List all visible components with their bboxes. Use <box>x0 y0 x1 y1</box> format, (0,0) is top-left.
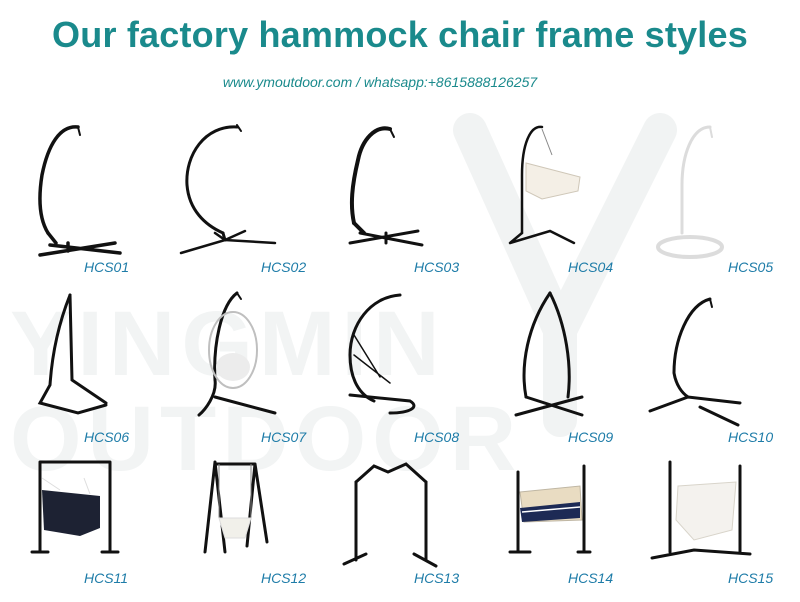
frame-code: HCS03 <box>414 259 460 275</box>
u-stand-icon <box>37 293 108 415</box>
frame-code: HCS09 <box>568 429 614 445</box>
stand-macrame-chair-icon <box>650 460 752 560</box>
egg-chair-stand-icon <box>197 291 277 417</box>
frame-card-hcs10: HCS10 <box>640 285 790 445</box>
frame-card-hcs04: HCS04 <box>490 115 640 275</box>
frame-code: HCS14 <box>568 570 614 586</box>
c-stand-curved-base-icon <box>348 293 416 415</box>
frame-card-hcs03: HCS03 <box>330 115 480 275</box>
frame-code: HCS05 <box>728 259 774 275</box>
frame-code: HCS07 <box>261 429 307 445</box>
frame-card-hcs11: HCS11 <box>20 442 170 602</box>
c-stand-open-icon <box>648 297 742 427</box>
frame-card-hcs07: HCS07 <box>175 285 325 445</box>
c-stand-thin-icon <box>179 124 277 255</box>
a-frame-stand-icon <box>514 291 584 417</box>
white-stand-round-base-icon <box>656 125 724 259</box>
page-title: Our factory hammock chair frame styles <box>52 14 748 55</box>
contact-line: www.ymoutdoor.com / whatsapp:+8615888126… <box>222 74 538 90</box>
frame-card-hcs05: HCS05 <box>640 115 790 275</box>
frame-code: HCS13 <box>414 570 460 586</box>
c-stand-icon <box>38 125 122 257</box>
frame-code: HCS11 <box>84 570 129 586</box>
frame-card-hcs12: HCS12 <box>175 442 325 602</box>
frame-code: HCS15 <box>728 570 774 586</box>
square-stand-hammock-icon <box>30 460 120 554</box>
frame-card-hcs08: HCS08 <box>330 285 480 445</box>
arch-stand-icon <box>342 462 438 568</box>
frame-code: HCS06 <box>84 429 130 445</box>
frame-card-hcs02: HCS02 <box>175 115 325 275</box>
frame-code: HCS02 <box>261 259 307 275</box>
frame-code: HCS10 <box>728 429 774 445</box>
frame-card-hcs06: HCS06 <box>20 285 170 445</box>
stand-with-hammock-icon <box>508 125 581 245</box>
frame-card-hcs01: HCS01 <box>20 115 170 275</box>
frame-code: HCS01 <box>84 259 130 275</box>
a-frame-swing-icon <box>203 460 269 554</box>
frame-card-hcs13: HCS13 <box>330 442 480 602</box>
frame-code: HCS04 <box>568 259 614 275</box>
stand-striped-chair-icon <box>508 464 592 554</box>
frame-code: HCS12 <box>261 570 307 586</box>
c-stand-hook-icon <box>348 126 424 247</box>
frame-card-hcs15: HCS15 <box>640 442 790 602</box>
frame-code: HCS08 <box>414 429 460 445</box>
frame-card-hcs14: HCS14 <box>490 442 640 602</box>
frame-card-hcs09: HCS09 <box>490 285 640 445</box>
